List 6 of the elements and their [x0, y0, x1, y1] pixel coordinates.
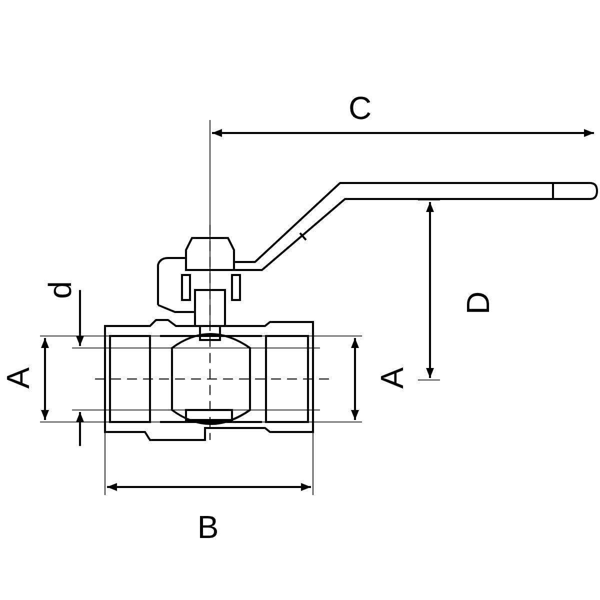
- dimension-label: A: [2, 367, 34, 389]
- dimension-label: A: [376, 367, 408, 389]
- dimension-label: D: [462, 291, 494, 315]
- dimension-label: d: [44, 281, 76, 299]
- dimension-label: B: [197, 511, 219, 543]
- dimension-label: C: [348, 92, 372, 124]
